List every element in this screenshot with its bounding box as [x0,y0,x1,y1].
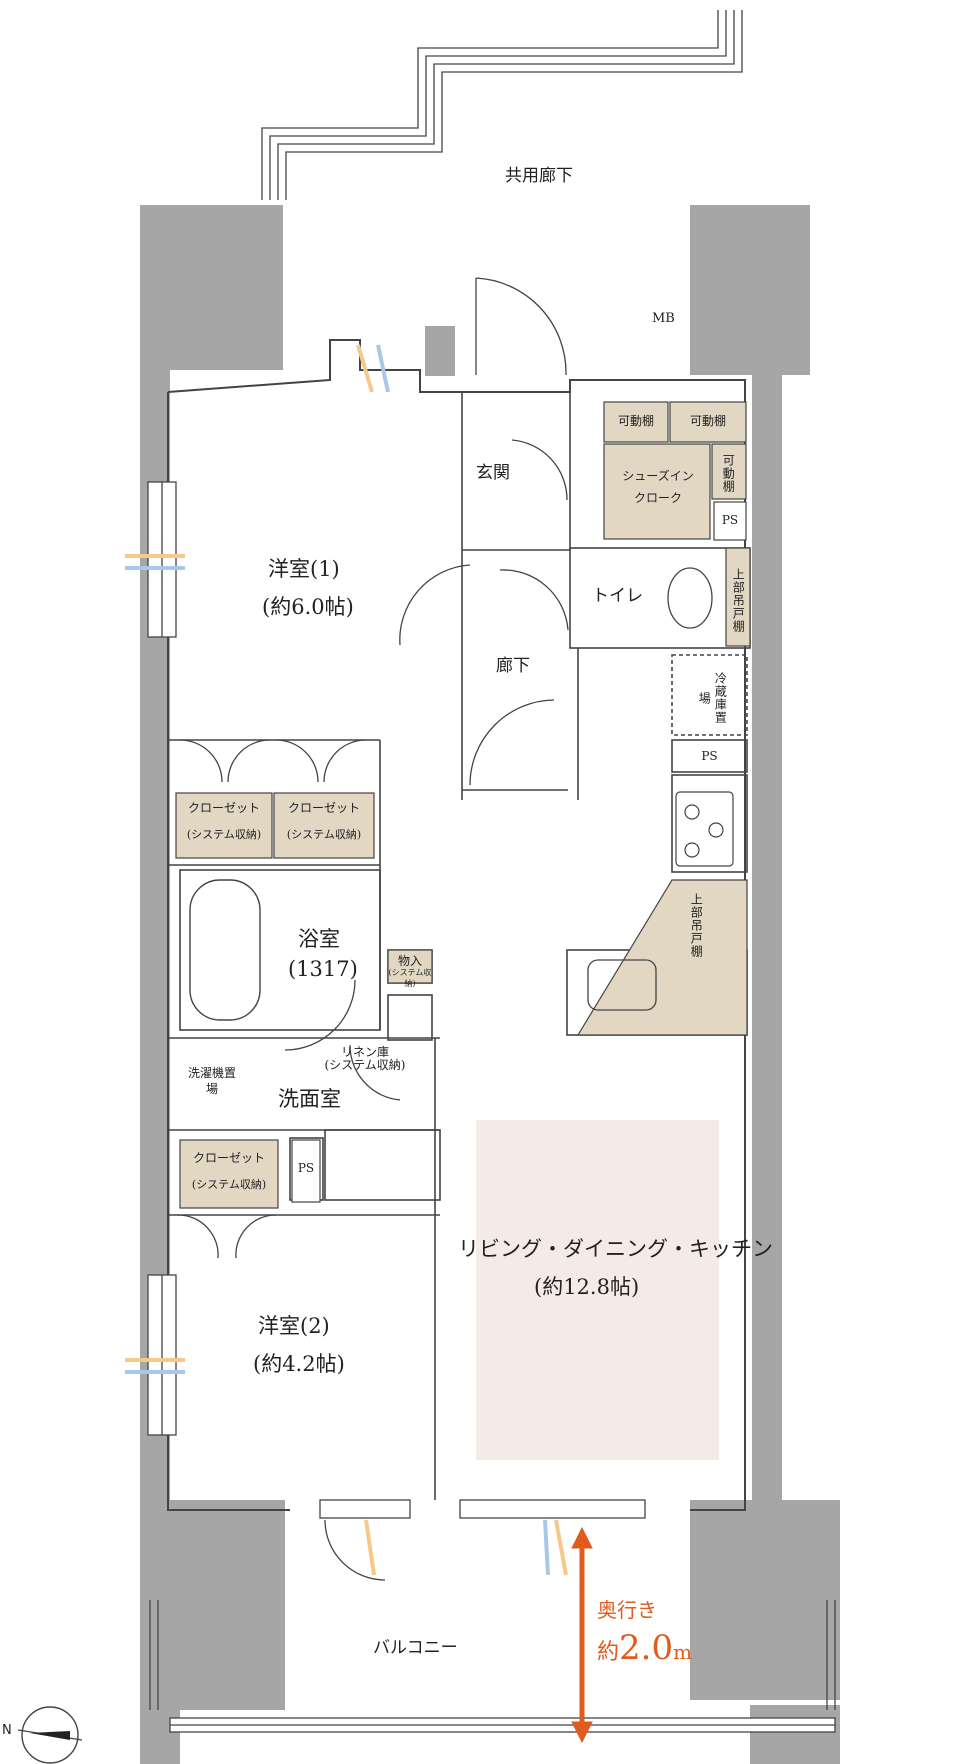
washroom-label: 洗面室 [278,1087,341,1111]
western1-size: (約6.0帖) [262,595,354,619]
storage-fills [175,401,751,1209]
toilet-label: トイレ [592,586,643,606]
ldk-size: (約12.8帖) [534,1275,640,1299]
ps-wash-label: PS [297,1161,315,1175]
balcony-sashes [169,1499,836,1733]
stove [675,791,734,867]
closet-c-label-2: (システム収納) [191,1178,267,1191]
ps-boxes [291,501,747,1203]
balcony-depth-prefix: 約 [597,1640,620,1665]
depth-arrow [571,1526,593,1744]
closet-c-label-1: クローゼット [192,1151,265,1165]
balcony-depth-caption: 奥行き [597,1598,657,1622]
corridor-railing [261,10,743,200]
shelf-right-label: 可動棚 [689,414,726,428]
toilet-cabinet-label: 上部吊戸棚 [731,567,746,633]
balcony-depth-number: 2.0 [619,1628,674,1668]
balcony-side-rails [149,1600,836,1710]
western2-size: (約4.2帖) [253,1352,345,1376]
kitchen-cabinet-label: 上部吊戸棚 [689,892,704,958]
balcony-depth-unit: m [673,1640,693,1664]
balcony-depth-value: 約2.0m [597,1628,692,1669]
closet-a-label-1: クローゼット [187,801,260,815]
linen-label-1: リネン庫 [340,1045,389,1059]
ldk-floor-area [476,1120,719,1460]
ps-kitchen-label: PS [701,749,718,763]
washer-label: 洗濯機置場 [187,1066,236,1097]
bath-size: (1317) [288,957,358,981]
western2-name: 洋室(2) [258,1314,330,1338]
bathtub [189,879,261,1021]
shelf-side-label: 可動棚 [721,453,736,493]
western1-name: 洋室(1) [268,557,340,581]
storage-label-1: 物入 [397,954,422,968]
window-light-markers [125,344,568,1576]
ldk-name: リビング・ダイニング・キッチン [458,1237,773,1261]
ps-entrance-label: PS [721,513,739,527]
left-windows [147,481,177,1436]
shoes-in-closet-label-2: クローク [633,491,682,505]
compass-icon [17,1706,83,1764]
door-swings [177,277,569,1581]
balcony-label: バルコニー [373,1638,458,1658]
hallway-label: 廊下 [496,656,530,676]
closet-b-label-1: クローゼット [287,801,360,815]
mb-label: MB [652,311,675,326]
shelf-left-label: 可動棚 [617,414,654,428]
compass-n-label: N [2,1723,12,1738]
common-corridor-label: 共用廊下 [505,166,573,186]
kitchen-sink [587,959,657,1011]
entrance-label: 玄関 [476,463,510,483]
linen-label-2: (システム収納) [324,1058,406,1072]
fridge-label: 冷蔵庫置場 [697,672,728,724]
balcony-depth-label: 奥行き [597,1598,657,1622]
shoes-in-closet-label-1: シューズイン [622,469,694,483]
storage-label-2: (システム収納) [388,968,432,988]
toilet-bowl [667,567,713,629]
bath-name: 浴室 [298,927,340,951]
closet-b-label-2: (システム収納) [286,828,362,841]
structural-walls [140,205,840,1764]
closet-a-label-2: (システム収納) [186,828,262,841]
